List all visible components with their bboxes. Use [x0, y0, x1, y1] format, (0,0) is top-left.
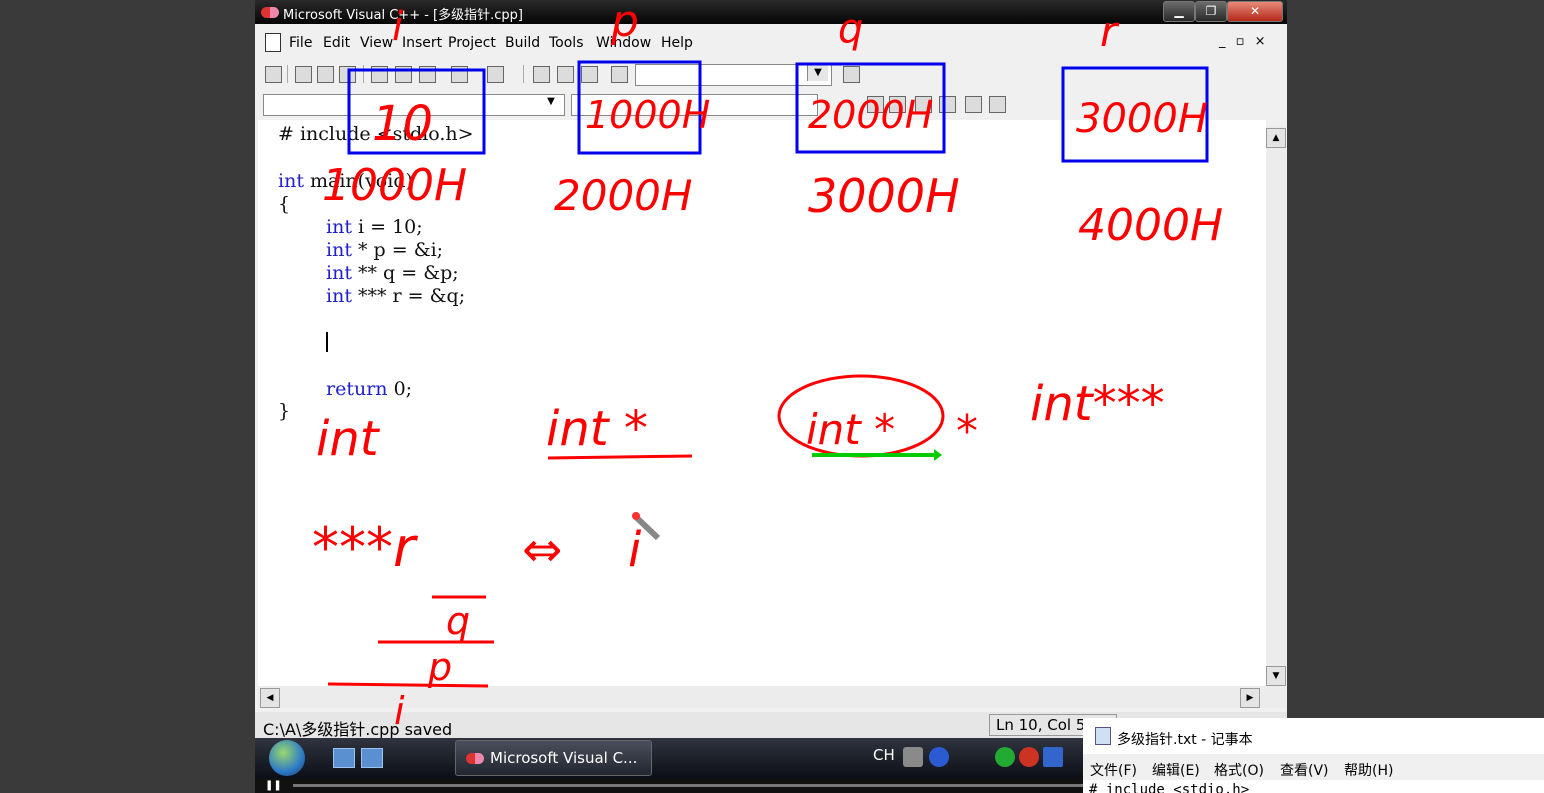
- copy-icon[interactable]: [395, 66, 412, 83]
- standard-toolbar: ▼: [255, 62, 1287, 86]
- code-editor[interactable]: # include <stdio.h> int main(void) { int…: [258, 120, 1266, 686]
- keyboard-icon[interactable]: [903, 747, 923, 767]
- minimize-button[interactable]: ▁: [1163, 1, 1195, 22]
- open-icon[interactable]: [295, 66, 312, 83]
- visual-cpp-logo-icon: [466, 753, 484, 764]
- output-icon[interactable]: [557, 66, 574, 83]
- toolbar-separator: [363, 65, 364, 83]
- code-line-11: return 0;: [326, 378, 413, 400]
- find-combo[interactable]: [635, 64, 832, 86]
- window-list-icon[interactable]: [581, 66, 598, 83]
- paste-icon[interactable]: [419, 66, 436, 83]
- build-icon[interactable]: [889, 96, 906, 113]
- redo-icon[interactable]: [487, 66, 504, 83]
- execute-icon[interactable]: [939, 96, 956, 113]
- notepad-menu-edit[interactable]: 编辑(E): [1152, 763, 1200, 779]
- menu-window[interactable]: Window: [596, 35, 652, 51]
- network-icon[interactable]: [995, 747, 1015, 767]
- title-bar: Microsoft Visual C++ - [多级指针.cpp] ▁ ❐ ✕: [255, 0, 1287, 24]
- menu-project[interactable]: Project: [448, 35, 496, 51]
- vertical-scrollbar[interactable]: ▲ ▼: [1266, 126, 1286, 686]
- menu-build[interactable]: Build: [505, 35, 541, 51]
- menu-insert[interactable]: Insert: [402, 35, 443, 51]
- scroll-right-icon[interactable]: ▶: [1240, 688, 1260, 708]
- class-scope-combo[interactable]: [263, 94, 565, 116]
- notepad-menu-help[interactable]: 帮助(H): [1344, 763, 1394, 779]
- cut-icon[interactable]: [371, 66, 388, 83]
- start-button-icon[interactable]: [269, 740, 305, 776]
- menu-edit[interactable]: Edit: [323, 35, 351, 51]
- chevron-down-icon[interactable]: ▼: [547, 96, 555, 107]
- notepad-icon: [1095, 727, 1111, 745]
- find-in-files-icon[interactable]: [611, 66, 628, 83]
- visual-cpp-logo-icon: [261, 7, 279, 18]
- compile-icon[interactable]: [867, 96, 884, 113]
- code-line-5: int i = 10;: [326, 216, 423, 238]
- close-button[interactable]: ✕: [1227, 1, 1283, 22]
- menu-bar: File Edit View Insert Project Build Tool…: [255, 30, 1287, 57]
- scroll-up-icon[interactable]: ▲: [1266, 128, 1286, 148]
- stop-build-icon[interactable]: [915, 96, 932, 113]
- workspace-icon[interactable]: [533, 66, 550, 83]
- wizard-bar: ▼: [255, 92, 1287, 116]
- notepad-text-area[interactable]: # include <stdio.h>: [1083, 780, 1544, 793]
- code-line-12: }: [278, 400, 291, 422]
- show-desktop-icon[interactable]: [333, 748, 355, 768]
- notepad-menu-view[interactable]: 查看(V): [1280, 763, 1329, 779]
- security-shield-icon[interactable]: [1019, 747, 1039, 767]
- hand-icon[interactable]: [989, 96, 1006, 113]
- code-line-1: # include <stdio.h>: [278, 123, 474, 145]
- switch-windows-icon[interactable]: [361, 748, 383, 768]
- menu-view[interactable]: View: [360, 35, 394, 51]
- mdi-window-controls[interactable]: _ ▫ ×: [1219, 34, 1269, 49]
- seek-track[interactable]: [293, 784, 1233, 787]
- notepad-title-bar: 多级指针.txt - 记事本: [1083, 718, 1544, 754]
- member-combo[interactable]: [571, 94, 818, 116]
- new-file-icon[interactable]: [265, 66, 282, 83]
- menu-help[interactable]: Help: [661, 35, 693, 51]
- breakpoint-icon[interactable]: [965, 96, 982, 113]
- chevron-down-icon[interactable]: ▼: [807, 65, 828, 81]
- notepad-title: 多级指针.txt - 记事本: [1117, 732, 1253, 748]
- horizontal-scrollbar[interactable]: ◀ ▶: [258, 686, 1286, 708]
- notepad-window: 多级指针.txt - 记事本 文件(F) 编辑(E) 格式(O) 查看(V) 帮…: [1083, 718, 1544, 793]
- taskbar-button-vc[interactable]: Microsoft Visual C...: [455, 740, 652, 776]
- scroll-down-icon[interactable]: ▼: [1266, 666, 1286, 686]
- pause-icon[interactable]: ❚❚: [265, 780, 282, 791]
- menu-tools[interactable]: Tools: [549, 35, 584, 51]
- toolbar-separator: [287, 65, 288, 83]
- code-line-8: int *** r = &q;: [326, 285, 466, 307]
- help-icon[interactable]: [929, 747, 949, 767]
- maximize-button[interactable]: ❐: [1195, 1, 1227, 22]
- scroll-left-icon[interactable]: ◀: [260, 688, 280, 708]
- find-icon[interactable]: [843, 66, 860, 83]
- code-line-4: {: [278, 193, 291, 215]
- media-controls: ❚❚: [255, 778, 1287, 793]
- save-icon[interactable]: [317, 66, 334, 83]
- vc-window: Microsoft Visual C++ - [多级指针.cpp] ▁ ❐ ✕ …: [255, 0, 1287, 793]
- code-line-7: int ** q = &p;: [326, 262, 459, 284]
- code-line-3: int main(void): [278, 170, 413, 192]
- taskbar-button-label: Microsoft Visual C...: [490, 749, 638, 767]
- menu-file[interactable]: File: [289, 35, 313, 51]
- notepad-menu-file[interactable]: 文件(F): [1090, 763, 1137, 779]
- notepad-text-line: # include <stdio.h>: [1089, 782, 1250, 793]
- code-line-6: int * p = &i;: [326, 239, 444, 261]
- ime-indicator[interactable]: CH: [873, 746, 895, 764]
- status-message: C:\A\多级指针.cpp saved: [263, 720, 453, 739]
- tray-app-icon[interactable]: [1043, 747, 1063, 767]
- save-all-icon[interactable]: [339, 66, 356, 83]
- notepad-menu-format[interactable]: 格式(O): [1214, 763, 1264, 779]
- window-title: Microsoft Visual C++ - [多级指针.cpp]: [283, 8, 523, 23]
- undo-icon[interactable]: [451, 66, 468, 83]
- toolbar-separator: [523, 65, 524, 83]
- text-caret: [326, 332, 328, 352]
- document-icon[interactable]: [265, 33, 281, 52]
